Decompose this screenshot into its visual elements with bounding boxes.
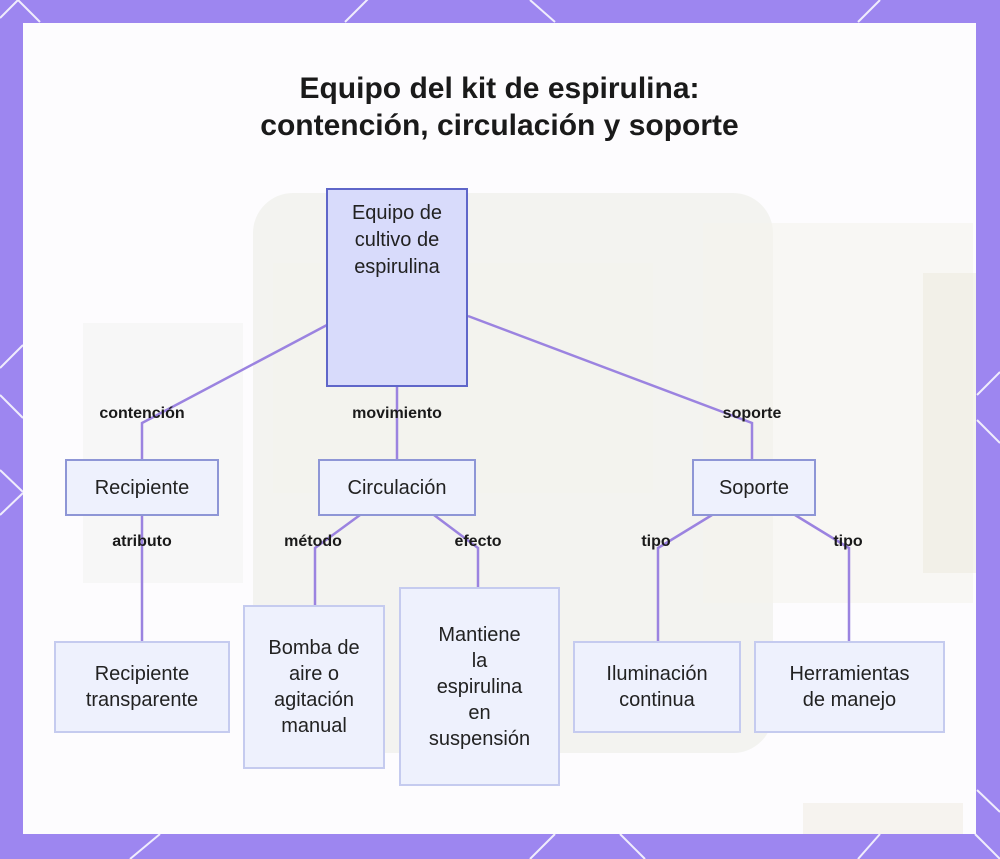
edge-contencion [140,323,328,460]
node-bomba-aire: Bomba de aire o agitación manual [243,605,385,769]
edge-label-contencion: contención [99,405,185,422]
node-text: Equipo de [351,202,443,224]
node-text: agitación [273,689,355,711]
node-herramientas: Herramientas de manejo [754,641,945,733]
node-text: aire o [288,663,339,685]
node-text: en [468,701,491,724]
node-text: continua [619,689,695,711]
node-recipiente: Recipiente [65,459,219,516]
node-soporte: Soporte [692,459,816,516]
node-text: Soporte [718,476,790,499]
node-text: espirulina [436,675,523,698]
edge-tipo-2 [794,513,851,641]
diagram-title: Equipo del kit de espirulina: contención… [23,70,976,144]
edge-efecto [433,514,480,587]
node-text: Herramientas [789,663,910,685]
node-text: Circulación [347,476,447,499]
edge-label-movimiento: movimiento [352,405,442,422]
title-line-2: contención, circulación y soporte [260,109,739,142]
node-text: de manejo [802,689,897,711]
edge-label-atributo: atributo [112,533,172,550]
edge-label-soporte: soporte [722,405,782,422]
edge-label-tipo-1: tipo [641,533,671,550]
node-circulacion: Circulación [318,459,476,516]
edge-label-efecto: efecto [454,533,502,550]
node-iluminacion: Iluminación continua [573,641,741,733]
node-text: suspensión [428,727,531,750]
edge-tipo-1 [656,513,713,641]
node-text: Recipiente [94,476,190,499]
node-text: transparente [85,689,199,711]
node-text: la [471,649,488,672]
title-line-1: Equipo del kit de espirulina: [299,72,700,105]
node-text: Recipiente [94,663,190,685]
node-mantiene-suspension: Mantiene la espirulina en suspensión [399,587,560,786]
node-text: Bomba de [268,637,360,659]
edge-metodo [313,513,361,605]
node-recipiente-transparente: Recipiente transparente [54,641,230,733]
node-equipo-cultivo: Equipo de cultivo de espirulina [326,188,468,387]
node-text: Iluminación [606,663,708,685]
node-text: Mantiene [438,623,521,646]
edge-label-metodo: método [284,533,342,550]
edge-label-tipo-2: tipo [833,533,863,550]
node-text: manual [281,715,347,737]
edge-soporte [467,314,754,460]
node-text: cultivo de [354,229,440,251]
node-text: espirulina [354,256,440,278]
